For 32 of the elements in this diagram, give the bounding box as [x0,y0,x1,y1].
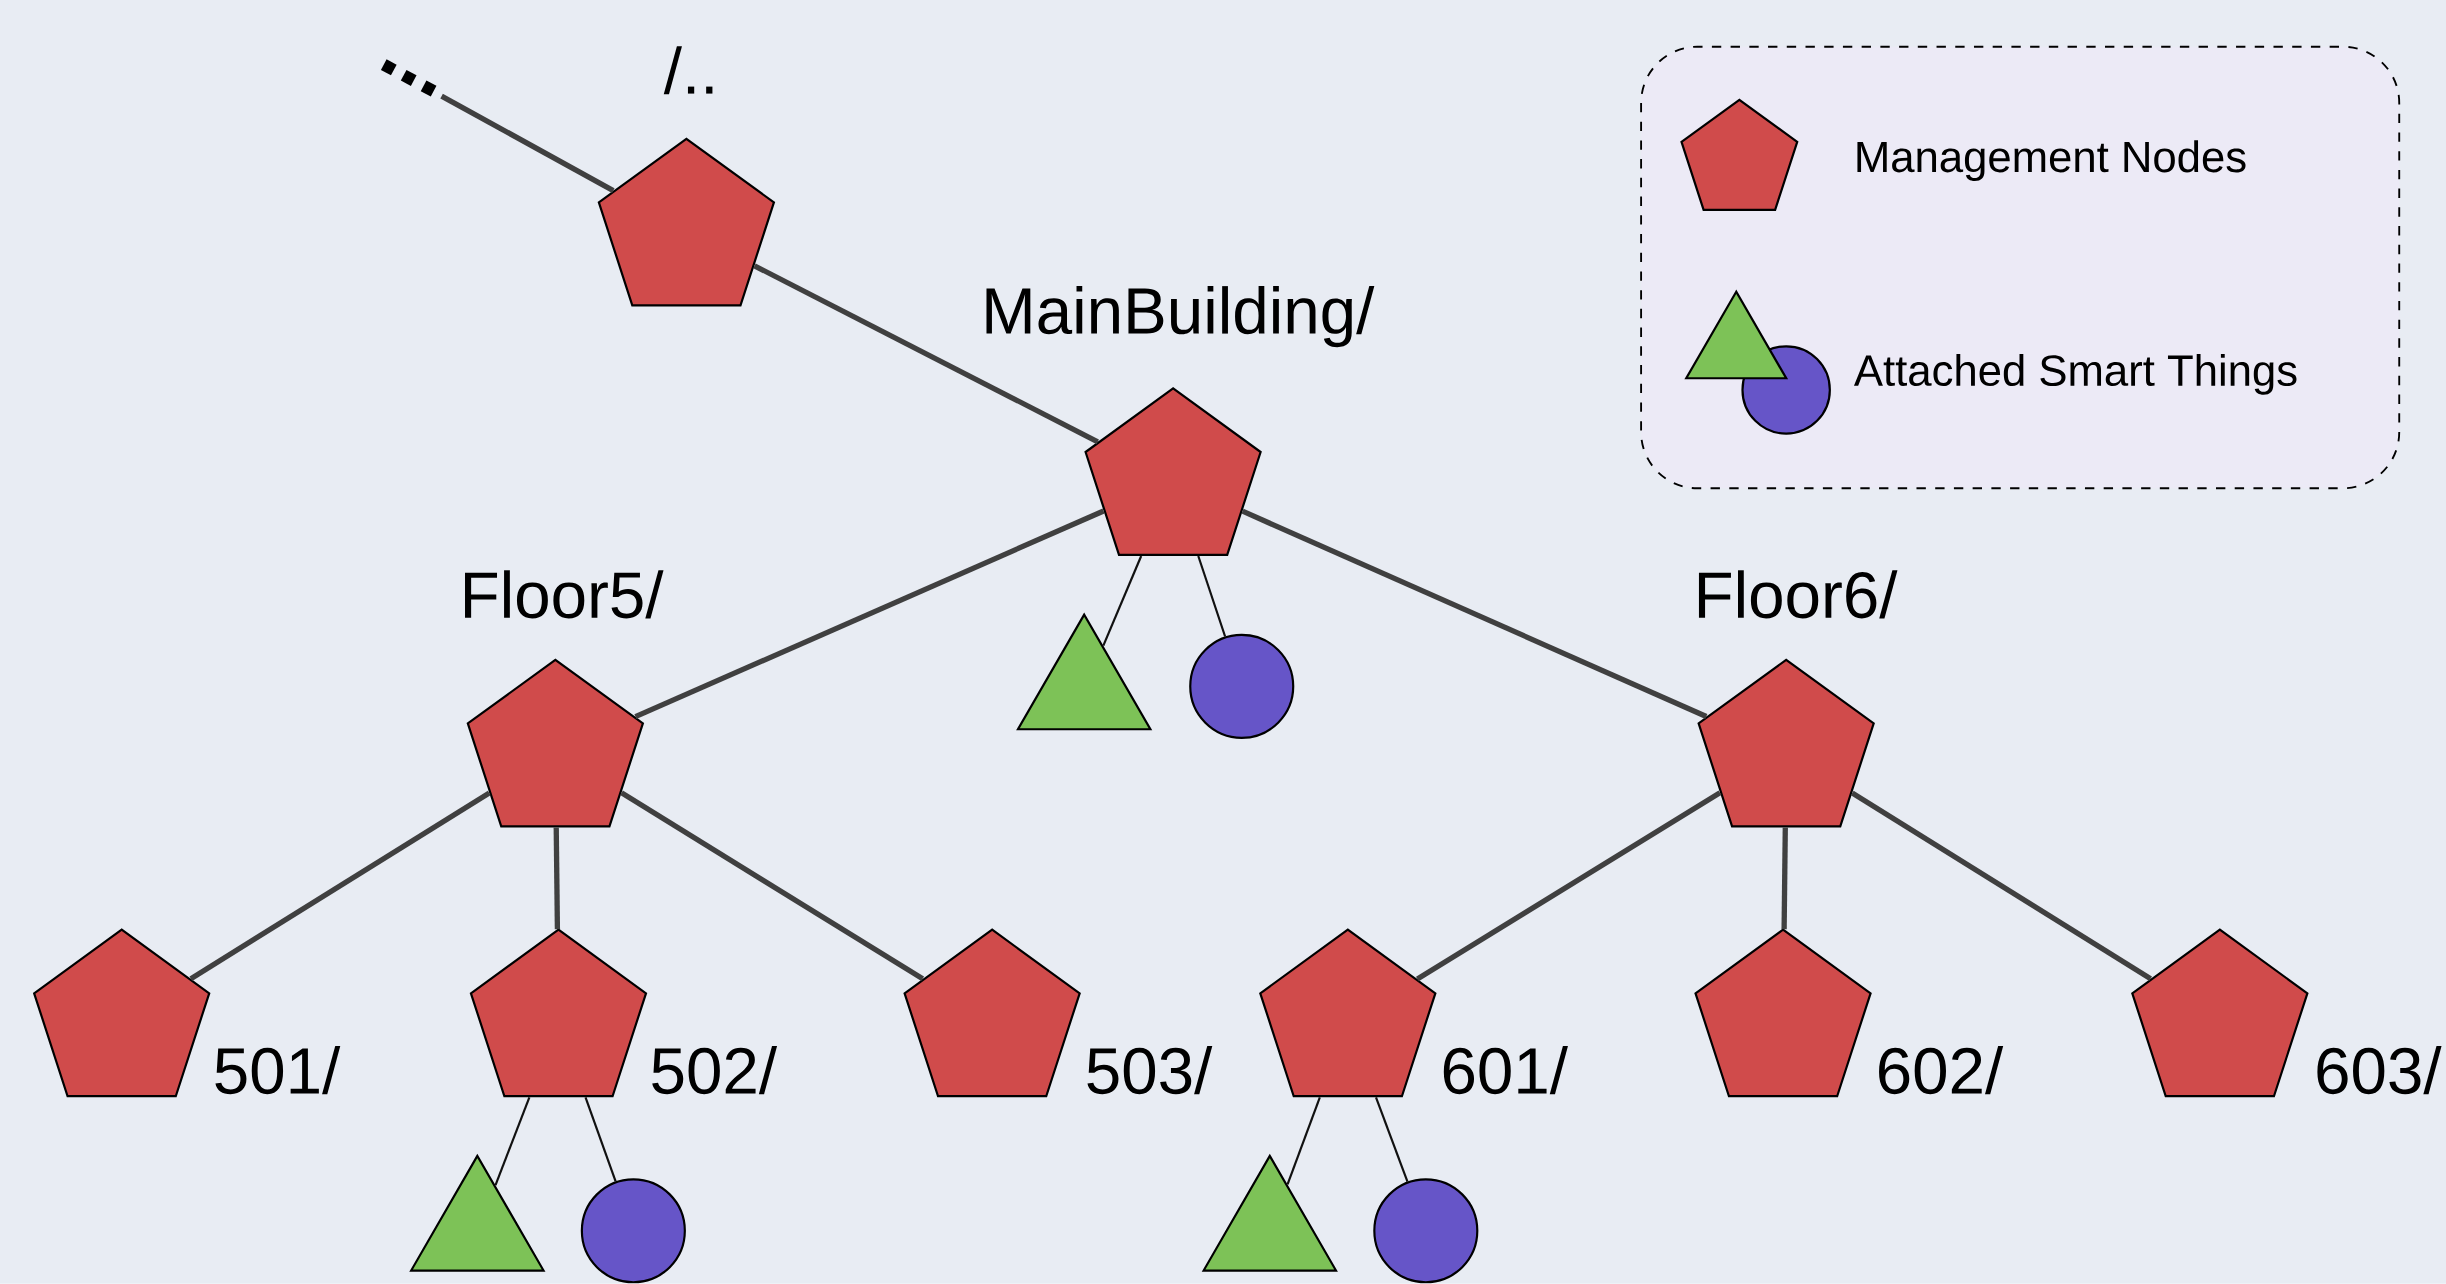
connector-line [634,508,1105,720]
connector-line [494,1097,531,1186]
node-label: 501/ [215,1046,341,1095]
legend-text: Management Nodes [1857,140,2246,182]
node-label: MainBuilding/ [986,286,1375,348]
node-label: 502/ [652,1046,778,1095]
node-label: 503/ [1087,1046,1213,1095]
connector-line [1286,1097,1321,1185]
node-label: 602/ [1879,1046,2004,1095]
connector-line [1375,1097,1409,1182]
node-label: /.. [663,46,713,95]
connector-line [584,1097,617,1182]
connector-line [553,827,561,930]
circle-node [580,1178,686,1284]
connector-line [1850,790,2152,981]
connector-line [753,263,1099,445]
node-label: Floor6/ [1698,570,1898,619]
connector-line [189,790,491,981]
circle-node [1373,1178,1479,1284]
ellipsis-text: ... [380,59,437,97]
connector-line [620,790,925,982]
circle-node [1189,633,1295,739]
connector-line [440,93,615,193]
connector-line [1416,790,1722,982]
connector-line [1781,827,1788,930]
connector-line [1102,555,1143,647]
connector-line [1197,555,1227,637]
legend-text: Attached Smart Things [1853,354,2297,395]
node-label: Floor5/ [465,570,664,619]
connector-line [1241,508,1708,719]
node-label: 601/ [1443,1046,1568,1095]
node-label: 603/ [2317,1046,2442,1095]
